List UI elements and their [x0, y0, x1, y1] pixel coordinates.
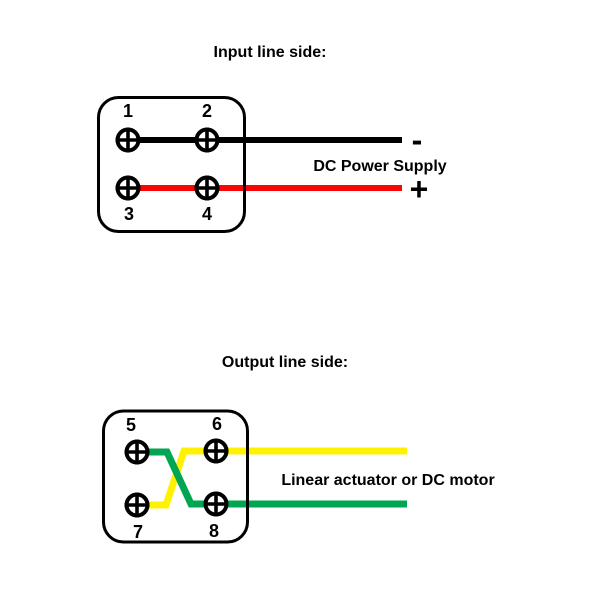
yellow-wire	[137, 447, 407, 509]
terminal-5-screw-icon	[122, 437, 152, 467]
terminal-1-label: 1	[123, 101, 133, 121]
terminal-6-screw-icon	[201, 436, 231, 466]
actuator-label: Linear actuator or DC motor	[281, 472, 494, 489]
negative-polarity-sign: -	[412, 122, 423, 158]
terminal-1-screw-icon	[113, 125, 143, 155]
output-connector-box	[102, 409, 249, 544]
input-line-section: Input line side: 1 2 3 4 - + DC Power Su…	[97, 44, 447, 233]
terminal-2-screw-icon	[192, 125, 222, 155]
terminal-8-label: 8	[209, 521, 219, 541]
terminal-7-screw-icon	[122, 490, 152, 520]
terminal-8-screw-icon	[201, 489, 231, 519]
terminal-4-label: 4	[202, 204, 212, 224]
green-wire	[137, 448, 407, 508]
terminal-7-label: 7	[133, 522, 143, 542]
input-connector-box	[97, 96, 246, 233]
output-line-section: Output line side: 5 6 7 8 Linear actuato…	[102, 354, 495, 544]
input-section-title: Input line side:	[214, 44, 327, 61]
terminal-5-label: 5	[126, 415, 136, 435]
positive-polarity-sign: +	[410, 171, 429, 207]
power-supply-label: DC Power Supply	[313, 158, 446, 175]
terminal-6-label: 6	[212, 414, 222, 434]
terminal-2-label: 2	[202, 101, 212, 121]
terminal-3-label: 3	[124, 204, 134, 224]
output-section-title: Output line side:	[222, 354, 348, 371]
terminal-4-screw-icon	[192, 173, 222, 203]
terminal-3-screw-icon	[113, 173, 143, 203]
